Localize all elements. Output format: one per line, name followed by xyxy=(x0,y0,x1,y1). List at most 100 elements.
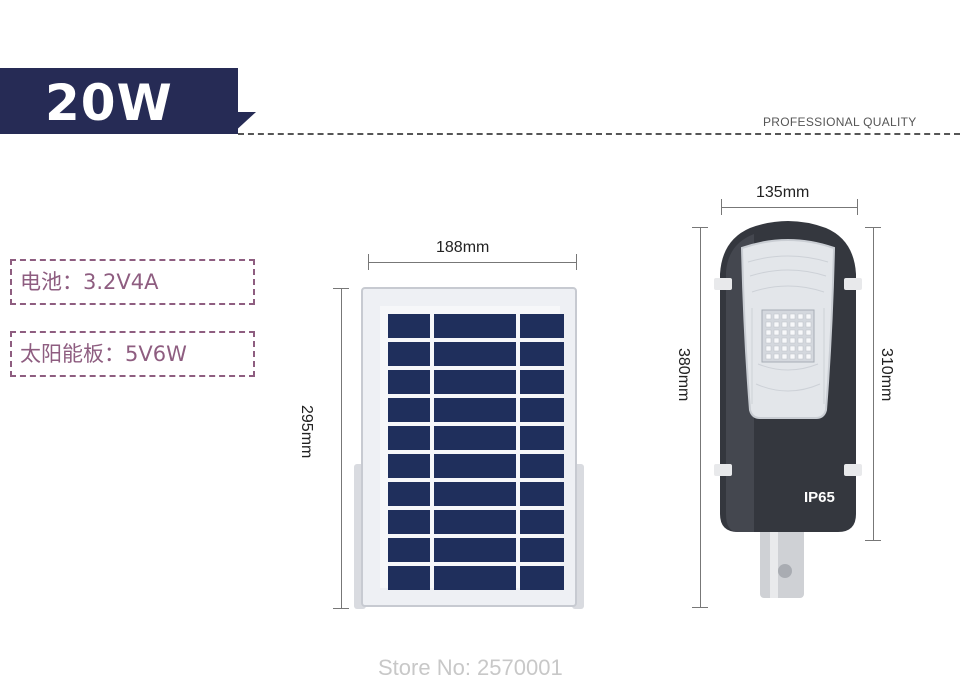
panel-height-tick-top xyxy=(333,288,349,289)
light-reflector-texture xyxy=(747,255,829,404)
panel-cell xyxy=(434,482,516,506)
light-body-height-line xyxy=(873,227,874,540)
led-chip xyxy=(773,345,780,352)
panel-cell xyxy=(388,538,430,562)
panel-width-tick-right xyxy=(576,254,577,270)
led-chip xyxy=(789,345,796,352)
led-chip xyxy=(781,353,788,360)
led-chip xyxy=(797,337,804,344)
led-chip xyxy=(805,321,812,328)
light-body-height-label: 310mm xyxy=(878,348,895,402)
led-chip xyxy=(805,345,812,352)
led-chip xyxy=(805,329,812,336)
title-banner xyxy=(0,68,238,134)
light-body-tick-top xyxy=(865,227,881,228)
banner-tip xyxy=(232,112,256,134)
light-clip-bottom-left xyxy=(714,464,732,476)
led-chip xyxy=(789,321,796,328)
tagline: PROFESSIONAL QUALITY xyxy=(763,115,917,129)
light-pole-highlight xyxy=(770,526,778,598)
light-body-tick-bottom xyxy=(865,540,881,541)
led-chip xyxy=(781,337,788,344)
light-total-height-line xyxy=(700,227,701,607)
light-pole xyxy=(760,526,804,598)
led-chip xyxy=(765,353,772,360)
panel-cell xyxy=(434,566,516,590)
led-chip xyxy=(765,313,772,320)
store-watermark: Store No: 2570001 xyxy=(378,655,563,680)
led-chip xyxy=(781,345,788,352)
panel-height-line xyxy=(341,288,342,608)
led-chip xyxy=(797,353,804,360)
panel-cell xyxy=(388,482,430,506)
panel-cell xyxy=(434,398,516,422)
panel-cell xyxy=(520,426,564,450)
panel-cell xyxy=(520,342,564,366)
light-width-line xyxy=(721,207,857,208)
header-divider xyxy=(238,133,960,135)
panel-width-tick-left xyxy=(368,254,369,270)
led-chip xyxy=(773,313,780,320)
light-width-tick-right xyxy=(857,199,858,215)
light-pole-bolt xyxy=(778,564,792,578)
led-chip xyxy=(797,321,804,328)
light-clip-top-right xyxy=(844,278,862,290)
light-clip-top-left xyxy=(714,278,732,290)
panel-width-line xyxy=(368,262,576,263)
led-chip xyxy=(773,337,780,344)
light-total-tick-bottom xyxy=(692,607,708,608)
led-chip xyxy=(765,337,772,344)
panel-cell xyxy=(388,454,430,478)
led-chip xyxy=(781,329,788,336)
panel-cell xyxy=(388,426,430,450)
panel-cell xyxy=(520,482,564,506)
led-chip xyxy=(773,353,780,360)
light-width-tick-left xyxy=(721,199,722,215)
led-chip xyxy=(789,313,796,320)
led-chip xyxy=(797,345,804,352)
panel-cells xyxy=(388,314,564,590)
panel-cell xyxy=(388,566,430,590)
led-chip xyxy=(781,313,788,320)
panel-cell xyxy=(520,566,564,590)
panel-cell xyxy=(434,370,516,394)
led-chip xyxy=(789,329,796,336)
street-light-image: IP65 xyxy=(714,221,862,598)
power-title: 20W xyxy=(45,74,173,132)
panel-width-label: 188mm xyxy=(436,239,490,256)
panel-cell xyxy=(434,342,516,366)
led-chip xyxy=(789,337,796,344)
ip-rating-label: IP65 xyxy=(804,489,835,506)
panel-cell xyxy=(520,398,564,422)
panel-cell xyxy=(388,314,430,338)
led-chip xyxy=(773,329,780,336)
panel-cell xyxy=(520,510,564,534)
light-total-tick-top xyxy=(692,227,708,228)
led-chip xyxy=(805,337,812,344)
panel-cell xyxy=(434,510,516,534)
panel-cell xyxy=(388,342,430,366)
panel-cell xyxy=(434,426,516,450)
light-total-height-label: 380mm xyxy=(675,348,692,402)
light-clip-bottom-right xyxy=(844,464,862,476)
panel-cell xyxy=(434,538,516,562)
solar-panel-image xyxy=(354,287,584,609)
panel-cell xyxy=(388,370,430,394)
panel-cell xyxy=(520,314,564,338)
led-chip xyxy=(805,353,812,360)
panel-spec: 太阳能板：5V6W xyxy=(10,331,255,377)
panel-cell xyxy=(434,454,516,478)
panel-cell xyxy=(520,454,564,478)
panel-cell xyxy=(520,538,564,562)
panel-cell xyxy=(388,510,430,534)
led-chip xyxy=(765,321,772,328)
led-chip xyxy=(797,313,804,320)
led-chip xyxy=(773,321,780,328)
led-chip xyxy=(765,329,772,336)
panel-cell xyxy=(388,398,430,422)
light-width-label: 135mm xyxy=(756,184,810,201)
panel-cell xyxy=(434,314,516,338)
panel-height-tick-bottom xyxy=(333,608,349,609)
panel-height-label: 295mm xyxy=(298,405,315,459)
led-chip xyxy=(789,353,796,360)
